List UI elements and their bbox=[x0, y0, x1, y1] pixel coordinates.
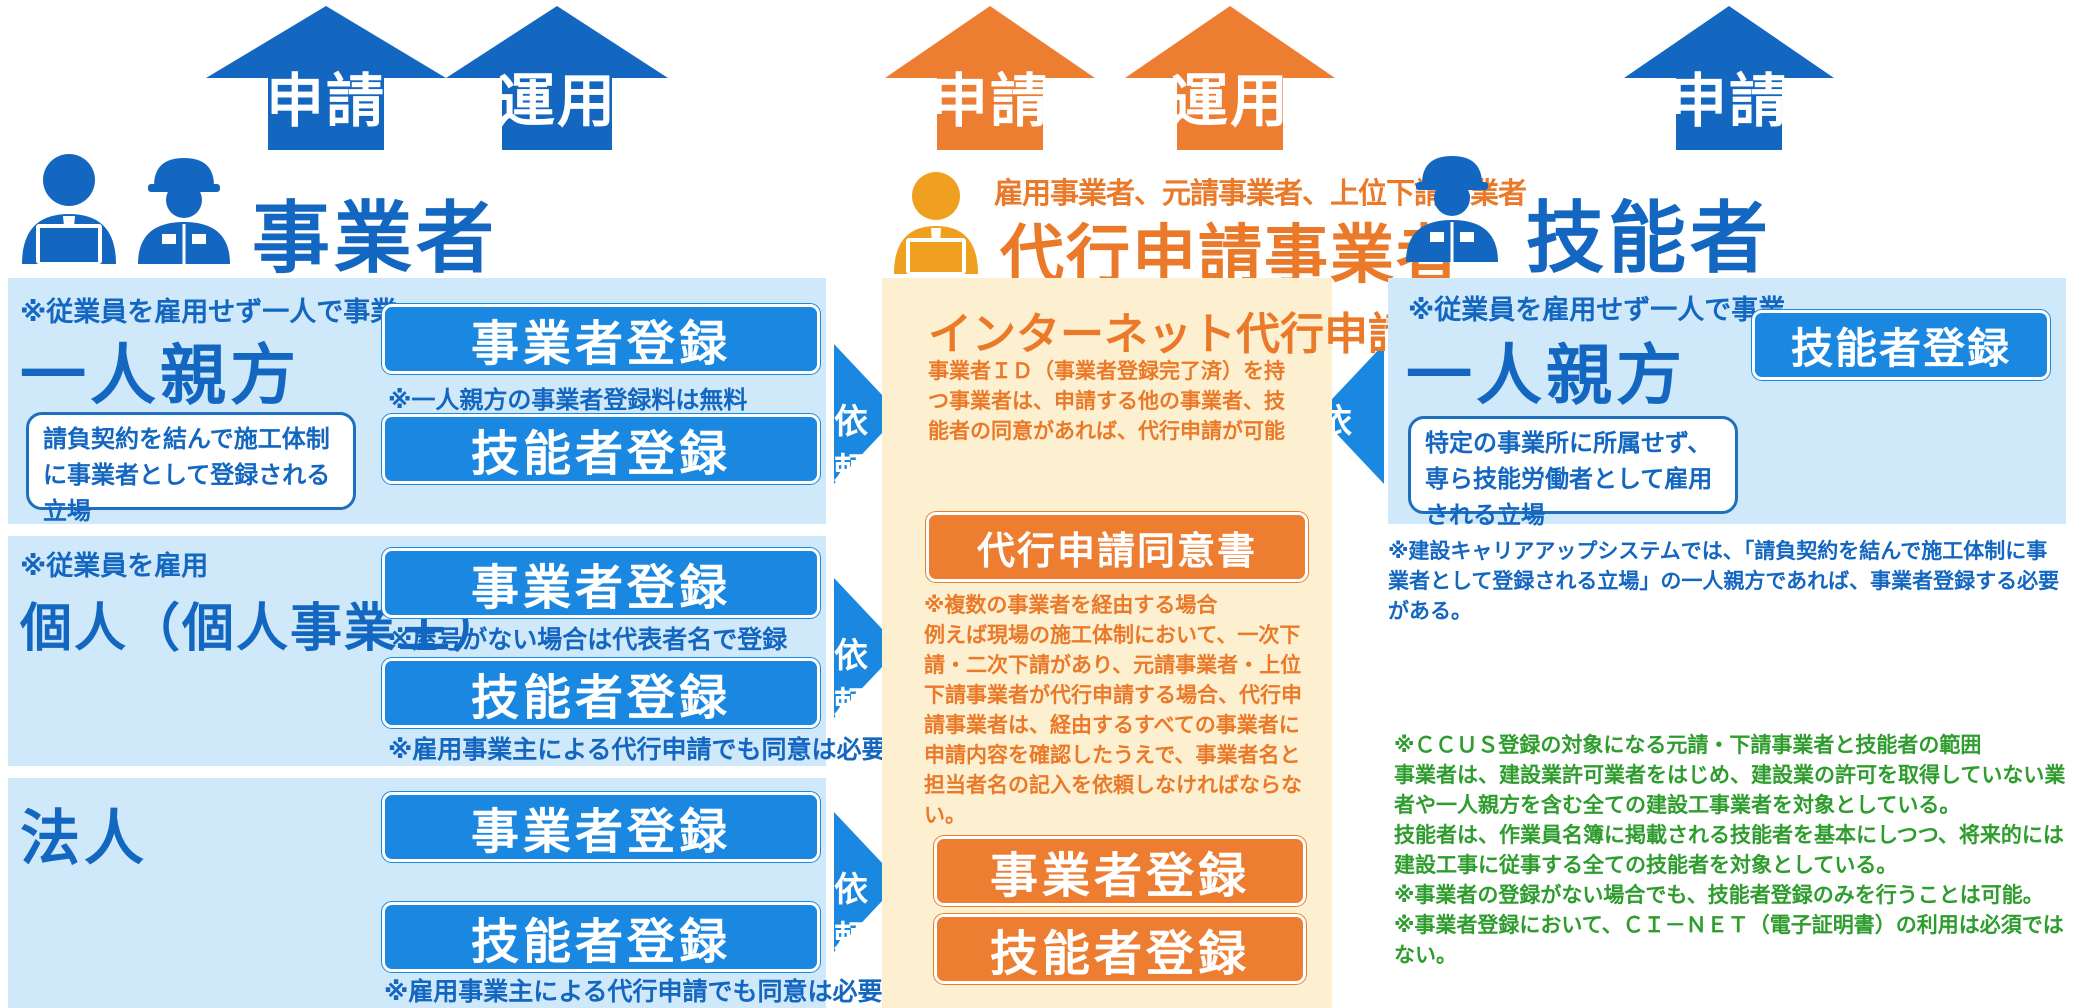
worker-registration-button[interactable]: 技能者登録 bbox=[382, 902, 820, 972]
business-registration-button[interactable]: 事業者登録 bbox=[382, 792, 820, 862]
request-arrow-2: 依頼 bbox=[834, 578, 900, 725]
arrow-label: 申請 bbox=[265, 67, 386, 135]
business-registration-button[interactable]: 事業者登録 bbox=[934, 836, 1306, 906]
consent-required-note: ※雇用事業主による代行申請でも同意は必要 bbox=[384, 977, 883, 1006]
business-header-title: 事業者 bbox=[252, 194, 499, 284]
worker-registration-button[interactable]: 技能者登録 bbox=[382, 658, 820, 728]
worker-role-box: 特定の事業所に所属せず、専ら技能労働者として雇用される立場 bbox=[1408, 416, 1738, 529]
worker-registration-button[interactable]: 技能者登録 bbox=[382, 414, 820, 484]
sole-proprietor-role-box: 請負契約を結んで施工体制に事業者として登録される立場 bbox=[26, 412, 356, 525]
worker-registration-button[interactable]: 技能者登録 bbox=[1752, 310, 2050, 380]
business-registration-button[interactable]: 事業者登録 bbox=[382, 304, 820, 374]
request-arrow-1: 依頼 bbox=[834, 344, 900, 491]
request-label: 依頼 bbox=[834, 636, 868, 725]
ccus-scope-notes: ※ＣＣＵＳ登録の対象になる元請・下請事業者と技能者の範囲 事業者は、建設業許可業… bbox=[1394, 730, 2066, 970]
consent-required-note: ※雇用事業主による代行申請でも同意は必要 bbox=[388, 735, 887, 764]
individual-business-note: ※従業員を雇用 bbox=[20, 551, 209, 582]
scope-line: ※ＣＣＵＳ登録の対象になる元請・下請事業者と技能者の範囲 bbox=[1394, 733, 1982, 757]
arrow-label: 運用 bbox=[496, 67, 617, 135]
worker-registration-button[interactable]: 技能者登録 bbox=[934, 914, 1306, 984]
scope-line: ※事業者の登録がない場合でも、技能者登録のみを行うことは可能。 bbox=[1394, 883, 2044, 907]
ccus-sole-proprietor-note: ※建設キャリアアップシステムでは、「請負契約を結んで施工体制に事業者として登録さ… bbox=[1388, 539, 2060, 623]
scope-line: 技能者は、作業員名簿に掲載される技能者を基本にしつつ、将来的には建設工事に従事す… bbox=[1394, 823, 2064, 877]
agent-consent-form-button[interactable]: 代行申請同意書 bbox=[926, 512, 1308, 582]
arrow-apply-worker: 申請 bbox=[1624, 6, 1834, 150]
worker-sole-proprietor-note: ※従業員を雇用せず一人で事業 bbox=[1408, 295, 1786, 326]
sole-proprietor-title: 一人親方 bbox=[20, 337, 300, 414]
agent-person-icon bbox=[888, 170, 984, 274]
arrow-operate-business: 運用 bbox=[446, 6, 668, 150]
request-label: 依頼 bbox=[834, 402, 868, 491]
arrow-apply-business: 申請 bbox=[206, 6, 446, 150]
arrow-operate-agent: 運用 bbox=[1125, 6, 1335, 150]
request-label: 依頼 bbox=[834, 870, 868, 959]
worker-header-title: 技能者 bbox=[1526, 194, 1773, 284]
business-registration-button[interactable]: 事業者登録 bbox=[382, 548, 820, 618]
consent-description: ※複数の事業者を経由する場合 例えば現場の施工体制において、一次下請・二次下請が… bbox=[924, 593, 1302, 827]
construction-worker-icon bbox=[132, 152, 236, 264]
trade-name-note: ※屋号がない場合は代表者名で登録 bbox=[388, 625, 788, 654]
arrow-label: 申請 bbox=[929, 67, 1050, 135]
request-arrow-3: 依頼 bbox=[834, 812, 900, 959]
arrow-label: 運用 bbox=[1169, 67, 1290, 135]
corporation-title: 法人 bbox=[20, 804, 148, 874]
worker-sole-proprietor-title: 一人親方 bbox=[1406, 337, 1686, 414]
office-worker-icon bbox=[14, 152, 124, 264]
construction-worker-icon bbox=[1400, 150, 1504, 262]
scope-line: 事業者は、建設業許可業者をはじめ、建設業の許可を取得していない業者や一人親方を含… bbox=[1394, 763, 2066, 817]
sole-proprietor-fee-note: ※一人親方の事業者登録料は無料 bbox=[388, 386, 748, 414]
sole-proprietor-note: ※従業員を雇用せず一人で事業 bbox=[20, 297, 398, 328]
arrow-apply-agent: 申請 bbox=[885, 6, 1095, 150]
internet-agent-description: 事業者ＩＤ（事業者登録完了済）を持つ事業者は、申請する他の事業者、技能者の同意が… bbox=[928, 359, 1285, 443]
internet-agent-title: インターネット代行申請 bbox=[928, 309, 1412, 360]
arrow-label: 申請 bbox=[1668, 67, 1789, 135]
scope-line: ※事業者登録において、ＣＩ－ＮＥＴ（電子証明書）の利用は必須ではない。 bbox=[1394, 913, 2064, 967]
